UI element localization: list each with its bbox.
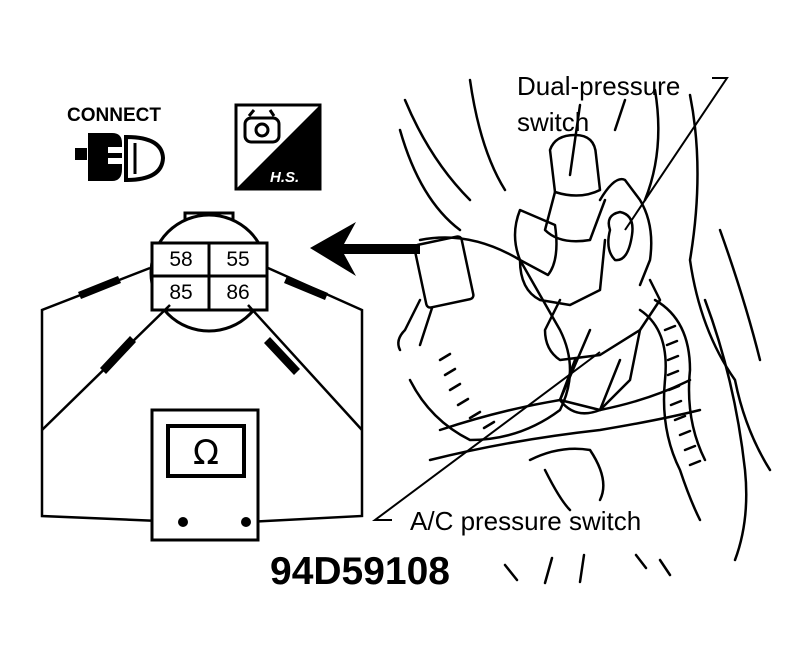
hs-badge: H.S. [234, 103, 322, 191]
pin-55-label: 55 [226, 248, 249, 271]
ignition-key-hs-icon [243, 109, 281, 144]
pin-86-label: 86 [226, 281, 249, 304]
probe-tip-left-outer [78, 276, 121, 299]
pin-58-label: 58 [169, 248, 192, 271]
probe-lead-right-inner [247, 304, 363, 431]
ohm-symbol: Ω [193, 433, 219, 473]
connect-label: CONNECT [67, 105, 161, 126]
connector-face: 58 55 85 86 [149, 211, 269, 333]
ohmmeter: Ω [150, 408, 260, 542]
arrow-left-icon [310, 222, 420, 276]
probe-tips [78, 276, 328, 375]
hs-badge-label: H.S. [270, 169, 299, 186]
dual-pressure-label-line1: Dual-pressure [517, 71, 680, 101]
pin-85-label: 85 [169, 281, 192, 304]
connect-group: CONNECT [67, 105, 166, 183]
engine-bay-illustration [397, 78, 772, 585]
ac-pressure-callout: A/C pressure switch [371, 351, 641, 536]
meter-terminal-right [241, 517, 251, 527]
dual-pressure-callout: Dual-pressure switch [517, 71, 729, 231]
ac-pressure-label: A/C pressure switch [410, 506, 641, 536]
connector-plug-icon [75, 133, 166, 183]
meter-terminal-left [178, 517, 188, 527]
probe-tip-right-outer [284, 276, 328, 300]
probe-tip-right-inner [264, 337, 300, 375]
figure-id: 94D59108 [270, 550, 450, 593]
probe-tip-left-inner [100, 336, 136, 374]
dual-pressure-label-line2: switch [517, 107, 589, 137]
